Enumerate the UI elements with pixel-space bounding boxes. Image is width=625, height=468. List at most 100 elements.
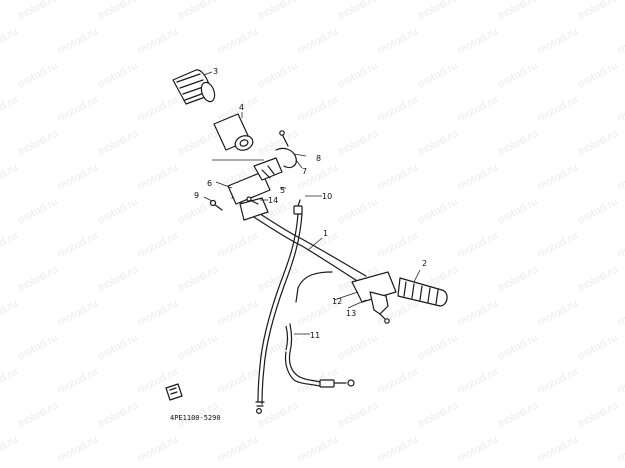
watermark-text: motod.ru [536, 298, 580, 329]
watermark-text: motod.ru [16, 332, 60, 363]
watermark-text: motod.ru [96, 400, 140, 431]
watermark-text: motod.ru [616, 26, 625, 57]
watermark-text: motod.ru [336, 196, 380, 227]
watermark-text: motod.ru [536, 26, 580, 57]
callout-9: 9 [194, 191, 199, 200]
watermark-text: motod.ru [456, 94, 500, 125]
watermark-text: motod.ru [576, 128, 620, 159]
watermark-text: motod.ru [96, 0, 140, 23]
watermark-text: motod.ru [496, 0, 540, 23]
bolt-icon [165, 383, 183, 401]
watermark-text: motod.ru [296, 434, 340, 465]
watermark-text: motod.ru [416, 196, 460, 227]
watermark-text: motod.ru [496, 128, 540, 159]
watermark-text: motod.ru [536, 94, 580, 125]
watermark-text: motod.ru [376, 434, 420, 465]
watermark-text: motod.ru [136, 26, 180, 57]
watermark-text: motod.ru [56, 230, 100, 261]
throttle-tube-icon [213, 113, 254, 151]
watermark-text: motod.ru [616, 230, 625, 261]
watermark-text: motod.ru [536, 162, 580, 193]
leader-lines [203, 71, 421, 335]
watermark-text: motod.ru [576, 264, 620, 295]
watermark-text: motod.ru [496, 264, 540, 295]
watermark-text: motod.ru [576, 400, 620, 431]
watermark-text: motod.ru [616, 366, 625, 397]
watermark-text: motod.ru [216, 26, 260, 57]
watermark-text: motod.ru [376, 94, 420, 125]
watermark-text: motod.ru [456, 26, 500, 57]
watermark-text: motod.ru [0, 94, 20, 125]
callout-11: 11 [310, 331, 320, 340]
callout-14: 14 [268, 196, 278, 205]
watermark-text: motod.ru [176, 128, 220, 159]
watermark-text: motod.ru [456, 298, 500, 329]
watermark-text: motod.ru [416, 60, 460, 91]
watermark-text: motod.ru [96, 264, 140, 295]
watermark-text: motod.ru [56, 434, 100, 465]
watermark-text: motod.ru [496, 196, 540, 227]
watermark-text: motod.ru [136, 230, 180, 261]
watermark-text: motod.ru [0, 366, 20, 397]
watermark-text: motod.ru [456, 230, 500, 261]
grip-icon [397, 277, 448, 307]
watermark-text: motod.ru [496, 60, 540, 91]
watermark-text: motod.ru [256, 128, 300, 159]
cable-icon [255, 199, 303, 415]
watermark-text: motod.ru [136, 434, 180, 465]
callout-3: 3 [213, 67, 218, 76]
watermark-text: motod.ru [456, 434, 500, 465]
watermark-text: motod.ru [96, 332, 140, 363]
watermark-text: motod.ru [0, 298, 20, 329]
watermark-text: motod.ru [136, 94, 180, 125]
watermark-text: motod.ru [56, 26, 100, 57]
callout-7: 7 [302, 167, 307, 176]
watermark-text: motod.ru [376, 26, 420, 57]
watermark-text: motod.ru [56, 366, 100, 397]
watermark-text: motod.ru [336, 128, 380, 159]
watermark-text: motod.ru [576, 0, 620, 23]
callout-1: 1 [323, 229, 328, 238]
figure-code: 4PE1100-5290 [170, 414, 221, 422]
watermark-text: motod.ru [576, 332, 620, 363]
watermark-text: motod.ru [256, 60, 300, 91]
watermark-text: motod.ru [16, 60, 60, 91]
watermark-text: motod.ru [176, 264, 220, 295]
screw-icon [209, 196, 259, 211]
watermark-text: motod.ru [0, 230, 20, 261]
watermark-text: motod.ru [0, 162, 20, 193]
watermark-text: motod.ru [56, 298, 100, 329]
watermark-text: motod.ru [56, 94, 100, 125]
watermark-text: motod.ru [616, 298, 625, 329]
watermark-text: motod.ru [496, 332, 540, 363]
watermark-text: motod.ru [16, 0, 60, 23]
watermark-text: motod.ru [296, 94, 340, 125]
watermark-text: motod.ru [616, 162, 625, 193]
watermark-text: motod.ru [536, 230, 580, 261]
watermark-text: motod.ru [456, 366, 500, 397]
callout-13: 13 [346, 309, 356, 318]
watermark-text: motod.ru [416, 128, 460, 159]
callout-8: 8 [316, 154, 321, 163]
watermark-text: motod.ru [216, 298, 260, 329]
watermark-text: motod.ru [336, 400, 380, 431]
watermark-text: motod.ru [96, 128, 140, 159]
watermark-text: motod.ru [136, 162, 180, 193]
watermark-text: motod.ru [16, 196, 60, 227]
callout-5: 5 [280, 186, 285, 195]
watermark-text: motod.ru [16, 128, 60, 159]
watermark-text: motod.ru [96, 196, 140, 227]
callout-2: 2 [422, 259, 427, 268]
watermark-text: motod.ru [216, 366, 260, 397]
watermark-text: motod.ru [216, 230, 260, 261]
watermark-text: motod.ru [576, 60, 620, 91]
callout-4: 4 [239, 103, 244, 112]
callout-12: 12 [332, 297, 342, 306]
watermark-text: motod.ru [536, 434, 580, 465]
watermark-text: motod.ru [536, 366, 580, 397]
watermark-text: motod.ru [336, 332, 380, 363]
callout-10: 10 [322, 192, 332, 201]
watermark-text: motod.ru [376, 162, 420, 193]
